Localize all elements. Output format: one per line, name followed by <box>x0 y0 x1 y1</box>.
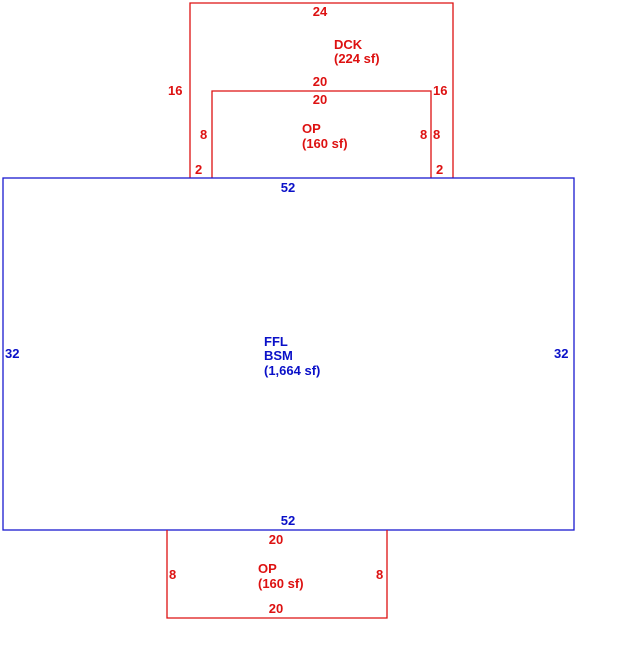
deck-code: DCK <box>334 37 363 52</box>
porch-bottom-area: (160 sf) <box>258 576 304 591</box>
porch-bottom-left-dimension: 8 <box>169 567 176 582</box>
porch-bottom-right-dimension: 8 <box>376 567 383 582</box>
deck-left-dimension: 16 <box>168 83 182 98</box>
porch-top-right-inner-dimension: 8 <box>420 127 427 142</box>
main-left-dimension: 32 <box>5 346 19 361</box>
deck-right-notch-dimension: 2 <box>436 162 443 177</box>
main-building-outline <box>2 177 575 531</box>
porch-top-left-dimension: 8 <box>200 127 207 142</box>
main-bottom-dimension: 52 <box>281 513 295 528</box>
deck-left-notch-dimension: 2 <box>195 162 202 177</box>
main-right-dimension: 32 <box>554 346 568 361</box>
porch-top-right-outer-dimension: 8 <box>433 127 440 142</box>
porch-bottom-outline <box>166 530 388 619</box>
porch-bottom-top-dimension: 20 <box>269 532 283 547</box>
porch-top-area: (160 sf) <box>302 136 348 151</box>
main-code: FFL <box>264 334 288 349</box>
main-area: (1,664 sf) <box>264 363 320 378</box>
deck-right-dimension: 16 <box>433 83 447 98</box>
main-top-dimension: 52 <box>281 180 295 195</box>
deck-top-dimension: 24 <box>313 4 328 19</box>
porch-bottom-code: OP <box>258 561 277 576</box>
porch-top-outer-dimension: 20 <box>313 74 327 89</box>
deck-outline <box>189 2 454 178</box>
porch-top-code: OP <box>302 121 321 136</box>
porch-top-outline <box>211 90 432 178</box>
porch-bottom-bottom-dimension: 20 <box>269 601 283 616</box>
deck-area: (224 sf) <box>334 51 380 66</box>
main-type: BSM <box>264 348 293 363</box>
porch-top-inner-dimension: 20 <box>313 92 327 107</box>
